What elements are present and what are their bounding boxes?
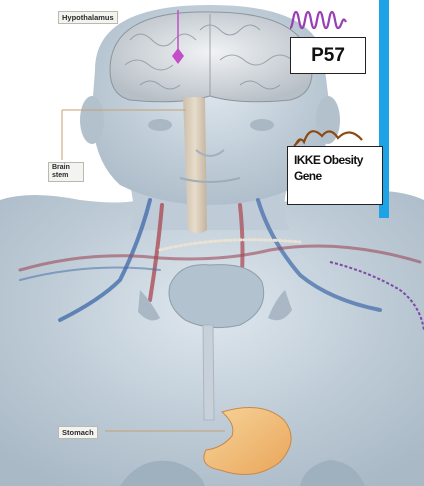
heart bbox=[169, 265, 264, 328]
brain-stem-label: Brain stem bbox=[48, 162, 84, 182]
brain-stem-label-line2: stem bbox=[52, 172, 80, 180]
p57-box: P57 bbox=[290, 37, 366, 74]
ikke-obesity-gene-box: IKKE Obesity Gene bbox=[287, 146, 383, 205]
brain-stem-label-line1: Brain bbox=[52, 164, 80, 172]
ikke-box-line2: Gene bbox=[294, 168, 382, 184]
hypothalamus-label: Hypothalamus bbox=[58, 11, 118, 24]
ikke-box-line1: IKKE Obesity bbox=[294, 152, 382, 168]
esophagus bbox=[203, 325, 214, 420]
stomach-label: Stomach bbox=[58, 426, 98, 439]
